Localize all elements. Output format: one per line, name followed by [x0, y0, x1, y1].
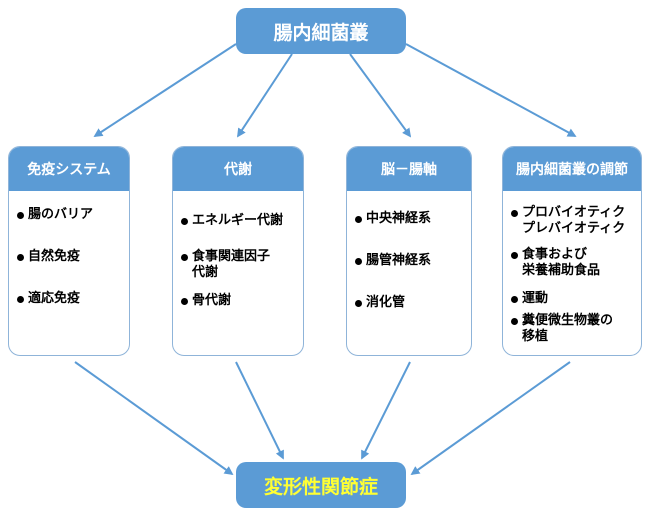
immune-item-adaptive-immunity: 適応免疫 — [17, 291, 127, 307]
metabolism-item-diet-factors: 食事関連因子 代謝 — [181, 249, 301, 281]
immune-system-title: 免疫システム — [9, 147, 129, 191]
bullet-icon — [511, 296, 518, 303]
metabolism-item-bone-label: 骨代謝 — [192, 293, 232, 308]
arrow-metabolism-to-bottom — [235, 361, 284, 460]
arrow-top-to-brain-gut — [349, 53, 412, 138]
arrow-top-to-microbiota-regulation — [405, 43, 577, 137]
bullet-icon — [355, 300, 362, 307]
bullet-icon — [355, 216, 362, 223]
regulation-item-exercise-label: 運動 — [522, 291, 549, 306]
regulation-item-diet-supplements-label: 食事および 栄養補助食品 — [522, 247, 601, 278]
regulation-item-fecal-transplant: 糞便微生物叢の 移植 — [511, 313, 639, 345]
metabolism-card: 代謝 エネルギー代謝 食事関連因子 代謝 骨代謝 — [172, 146, 304, 356]
arrow-top-to-metabolism — [237, 53, 293, 138]
gut-microbiota-node: 腸内細菌叢 — [236, 8, 406, 54]
bullet-icon — [511, 318, 518, 325]
bullet-icon — [511, 252, 518, 259]
metabolism-item-bone: 骨代謝 — [181, 293, 301, 309]
arrow-immune-to-bottom — [74, 361, 234, 476]
regulation-item-diet-supplements: 食事および 栄養補助食品 — [511, 247, 639, 279]
osteoarthritis-node: 変形性関節症 — [236, 462, 406, 508]
arrow-microbiota-regulation-to-bottom — [410, 361, 571, 476]
immune-item-innate-immunity: 自然免疫 — [17, 249, 127, 265]
immune-item-innate-immunity-label: 自然免疫 — [28, 249, 81, 264]
bullet-icon — [17, 296, 24, 303]
regulation-item-probiotics: プロバイオティク プレバイオティク — [511, 205, 639, 237]
metabolism-item-diet-factors-label: 食事関連因子 代謝 — [192, 249, 271, 280]
brain-gut-axis-title: 脳－腸軸 — [347, 147, 471, 191]
bullet-icon — [181, 254, 188, 261]
immune-item-gut-barrier-label: 腸のバリア — [28, 207, 94, 222]
regulation-item-exercise: 運動 — [511, 291, 639, 307]
immune-item-gut-barrier: 腸のバリア — [17, 207, 127, 223]
brain-gut-item-digestive-tract: 消化管 — [355, 295, 469, 311]
microbiota-regulation-card: 腸内細菌叢の調節 プロバイオティク プレバイオティク 食事および 栄養補助食品 … — [502, 146, 642, 356]
bullet-icon — [181, 298, 188, 305]
brain-gut-item-enteric-nervous-label: 腸管神経系 — [366, 253, 432, 268]
immune-item-adaptive-immunity-label: 適応免疫 — [28, 291, 81, 306]
brain-gut-item-central-nervous: 中央神経系 — [355, 211, 469, 227]
metabolism-item-energy: エネルギー代謝 — [181, 213, 301, 229]
arrow-brain-gut-to-bottom — [361, 361, 411, 460]
brain-gut-item-digestive-tract-label: 消化管 — [366, 295, 406, 310]
brain-gut-item-enteric-nervous: 腸管神経系 — [355, 253, 469, 269]
microbiota-regulation-title: 腸内細菌叢の調節 — [503, 147, 641, 191]
bullet-icon — [355, 258, 362, 265]
brain-gut-item-central-nervous-label: 中央神経系 — [366, 211, 432, 226]
immune-system-card: 免疫システム 腸のバリア 自然免疫 適応免疫 — [8, 146, 130, 356]
bullet-icon — [181, 218, 188, 225]
metabolism-title: 代謝 — [173, 147, 303, 191]
bullet-icon — [17, 254, 24, 261]
metabolism-item-energy-label: エネルギー代謝 — [192, 213, 284, 228]
regulation-item-fecal-transplant-label: 糞便微生物叢の 移植 — [522, 313, 614, 344]
regulation-item-probiotics-label: プロバイオティク プレバイオティク — [522, 205, 626, 236]
bullet-icon — [17, 212, 24, 219]
arrow-top-to-immune — [93, 43, 237, 137]
brain-gut-axis-card: 脳－腸軸 中央神経系 腸管神経系 消化管 — [346, 146, 472, 356]
bullet-icon — [511, 210, 518, 217]
